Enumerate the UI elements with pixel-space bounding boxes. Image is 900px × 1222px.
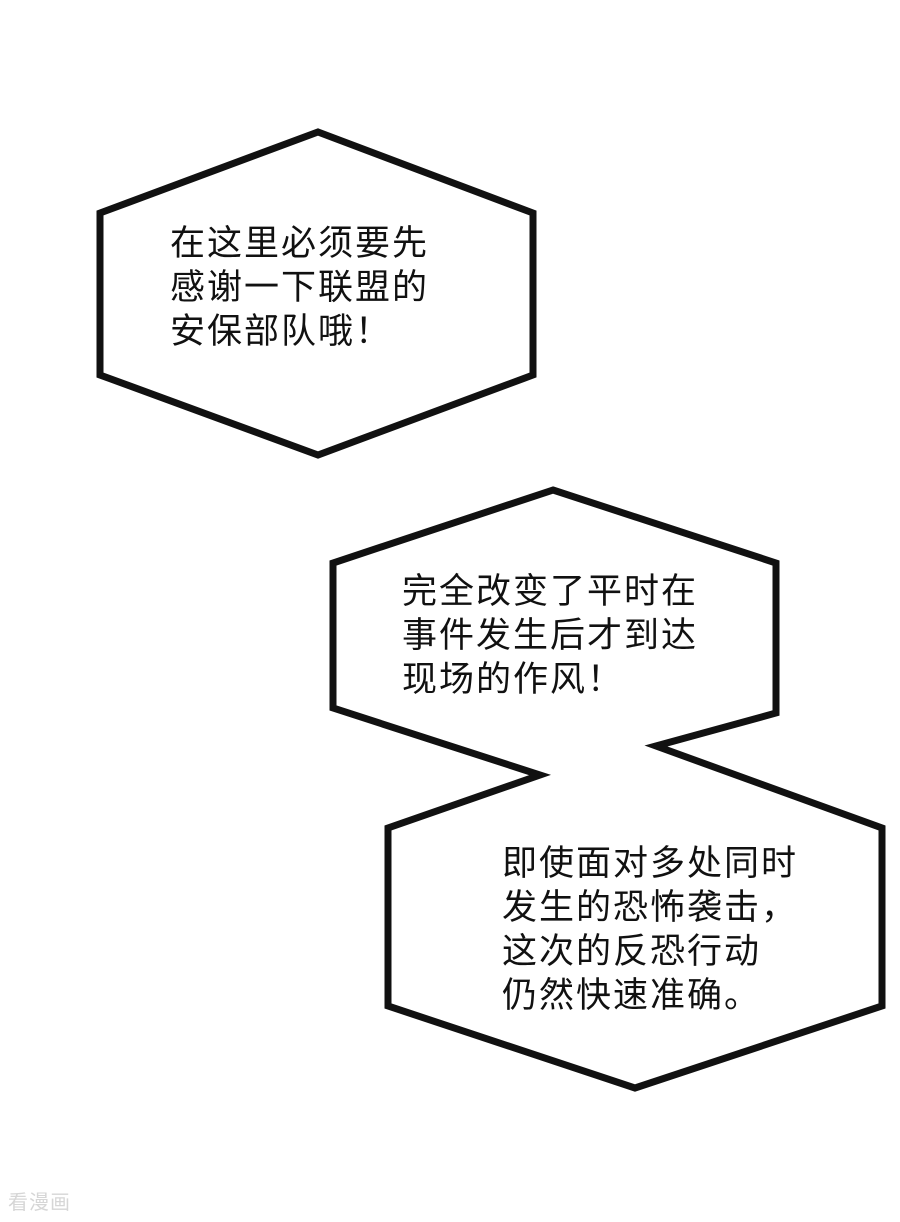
bubble-3-line-2: 发生的恐怖袭击， <box>502 888 799 928</box>
bubble-2-line-3: 现场的作风！ <box>402 660 625 700</box>
bubble-2-text: 完全改变了平时在 事件发生后才到达 现场的作风！ <box>402 570 698 702</box>
bubble-1-text: 在这里必须要先 感谢一下联盟的 安保部队哦！ <box>170 222 429 354</box>
bubble-3-line-4: 仍然快速准确。 <box>502 976 762 1016</box>
speech-bubble-2-3 <box>329 486 886 1092</box>
bubble-2-line-1: 完全改变了平时在 <box>402 572 699 612</box>
speech-bubble-1 <box>96 128 537 459</box>
bubble-1-line-2: 感谢一下联盟的 <box>170 268 430 308</box>
watermark: 看漫画 <box>8 1190 71 1214</box>
bubble-2-line-2: 事件发生后才到达 <box>402 616 699 656</box>
bubble-3-text: 即使面对多处同时 发生的恐怖袭击， 这次的反恐行动 仍然快速准确。 <box>502 842 798 1018</box>
bubble-3-line-3: 这次的反恐行动 <box>502 932 762 972</box>
bubble-3-line-1: 即使面对多处同时 <box>502 844 799 884</box>
bubble-1-line-1: 在这里必须要先 <box>170 224 430 264</box>
bubble-1-line-3: 安保部队哦！ <box>170 312 393 352</box>
